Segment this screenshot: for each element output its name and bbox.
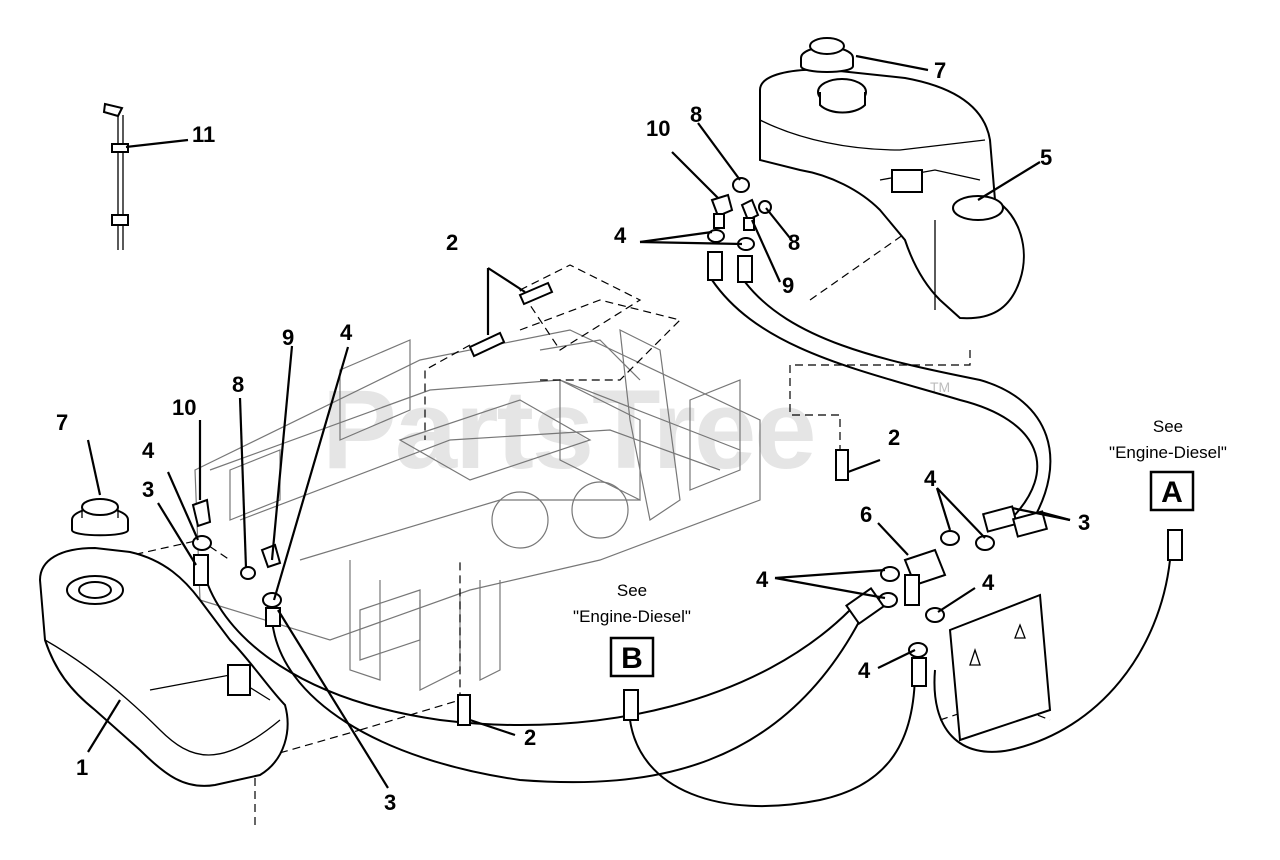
fittings: [191, 177, 1183, 742]
callout-9a: 9: [282, 325, 294, 350]
watermark: PartsTree TM: [322, 367, 950, 492]
callout-8b: 8: [690, 102, 702, 127]
callout-2a: 2: [446, 230, 458, 255]
callout-10b: 10: [646, 116, 670, 141]
callout-3c: 3: [384, 790, 396, 815]
callout-2c: 2: [524, 725, 536, 750]
callout-3b: 3: [1078, 510, 1090, 535]
leader-lines: [86, 54, 1071, 789]
fuel-tank-right: [759, 68, 1025, 320]
reference-b-target: "Engine-Diesel": [573, 607, 691, 626]
callout-4a: 4: [142, 438, 155, 463]
callout-9b: 9: [782, 273, 794, 298]
callout-4e: 4: [756, 567, 769, 592]
watermark-text: PartsTree: [322, 367, 815, 492]
fuel-tank-left: [38, 546, 289, 787]
callouts: 1 2 2 2 3 3 3 4 4 4 4 4 4 4 5 6 7 7 8 8 …: [56, 58, 1090, 815]
callout-4f: 4: [982, 570, 995, 595]
callout-6: 6: [860, 502, 872, 527]
callout-2b: 2: [888, 425, 900, 450]
callout-1: 1: [76, 755, 88, 780]
reference-b-box: [609, 636, 655, 678]
reference-a-target: "Engine-Diesel": [1109, 443, 1227, 462]
reference-b-letter: B: [621, 642, 643, 675]
reference-a-letter: A: [1161, 476, 1183, 509]
callout-4b: 4: [340, 320, 353, 345]
fuel-cap-right: [800, 37, 854, 73]
reference-a: See "Engine-Diesel" A: [1109, 417, 1227, 512]
fuel-cap-left: [71, 498, 129, 537]
reference-b: See "Engine-Diesel" B: [573, 581, 691, 678]
callout-8c: 8: [788, 230, 800, 255]
callout-10a: 10: [172, 395, 196, 420]
callout-7b: 7: [934, 58, 946, 83]
reference-a-see: See: [1153, 417, 1183, 436]
callout-4c: 4: [614, 223, 627, 248]
shutoff-cable: [102, 102, 129, 250]
fuel-hoses: [207, 279, 1181, 807]
callout-3a: 3: [142, 477, 154, 502]
callout-8a: 8: [232, 372, 244, 397]
watermark-tm: TM: [930, 379, 950, 395]
chassis-frame: [194, 328, 761, 691]
callout-5: 5: [1040, 145, 1052, 170]
callout-4d: 4: [924, 466, 937, 491]
reference-b-see: See: [617, 581, 647, 600]
callout-4g: 4: [858, 658, 871, 683]
callout-11: 11: [192, 122, 215, 147]
callout-7a: 7: [56, 410, 68, 435]
reference-a-box: [1149, 470, 1195, 512]
